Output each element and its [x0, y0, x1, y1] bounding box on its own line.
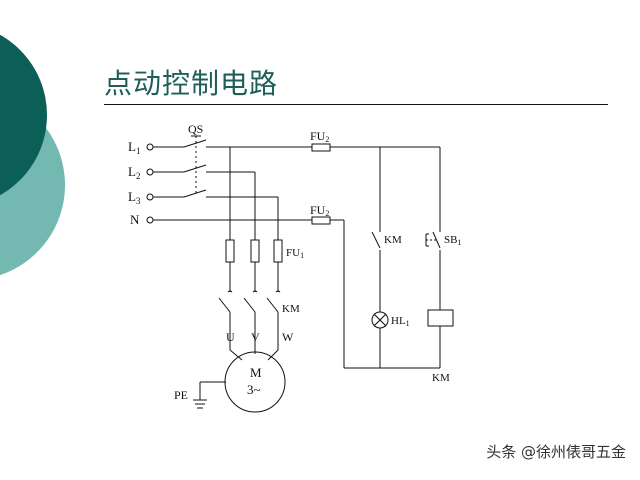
label-hl1: HL1 — [391, 315, 410, 328]
terminal-n — [146, 216, 154, 224]
label-l3: L3 — [128, 189, 141, 206]
fuse-fu2-top — [311, 143, 331, 152]
label-l2: L2 — [128, 164, 140, 181]
fuse-fu1-a — [225, 239, 235, 263]
label-km-main: KM — [282, 303, 300, 315]
label-n: N — [130, 212, 140, 227]
label-v: V — [251, 330, 260, 344]
watermark-text: 头条 @徐州俵哥五金 — [486, 443, 626, 461]
label-u: U — [226, 330, 235, 344]
km-main-contact-1 — [218, 297, 231, 313]
label-motor-m: M — [250, 365, 262, 380]
label-fu2-mid: FU2 — [310, 203, 329, 218]
km-aux-contact — [371, 231, 381, 249]
label-motor-type: 3~ — [247, 382, 261, 397]
terminal-l1 — [146, 143, 154, 151]
title-divider — [104, 104, 608, 105]
label-sb1: SB1 — [444, 234, 461, 247]
label-qs: QS — [188, 122, 203, 136]
circuit-diagram — [146, 135, 454, 413]
terminal-l3 — [146, 193, 154, 201]
label-fu1: FU1 — [286, 247, 304, 260]
terminal-l2 — [146, 168, 154, 176]
fuse-fu1-c — [273, 239, 283, 263]
km-main-contact-3 — [266, 297, 279, 313]
fuse-fu1-b — [250, 239, 260, 263]
label-km-coil: KM — [432, 372, 450, 384]
label-pe: PE — [174, 388, 188, 402]
decor-circle-dark — [0, 34, 47, 196]
qs-blade-2 — [183, 164, 207, 173]
page-title: 点动控制电路 — [104, 67, 279, 100]
qs-blade-3 — [183, 189, 207, 198]
km-coil — [427, 309, 454, 327]
label-w: W — [282, 330, 294, 344]
label-fu2-top: FU2 — [310, 129, 329, 144]
label-l1: L1 — [128, 139, 140, 156]
km-main-contact-2 — [243, 297, 256, 313]
qs-blade-1 — [183, 139, 207, 148]
label-km-ctrl: KM — [384, 234, 402, 246]
fuse-fu2-mid — [311, 216, 331, 225]
sb1-button-contact — [432, 231, 441, 249]
